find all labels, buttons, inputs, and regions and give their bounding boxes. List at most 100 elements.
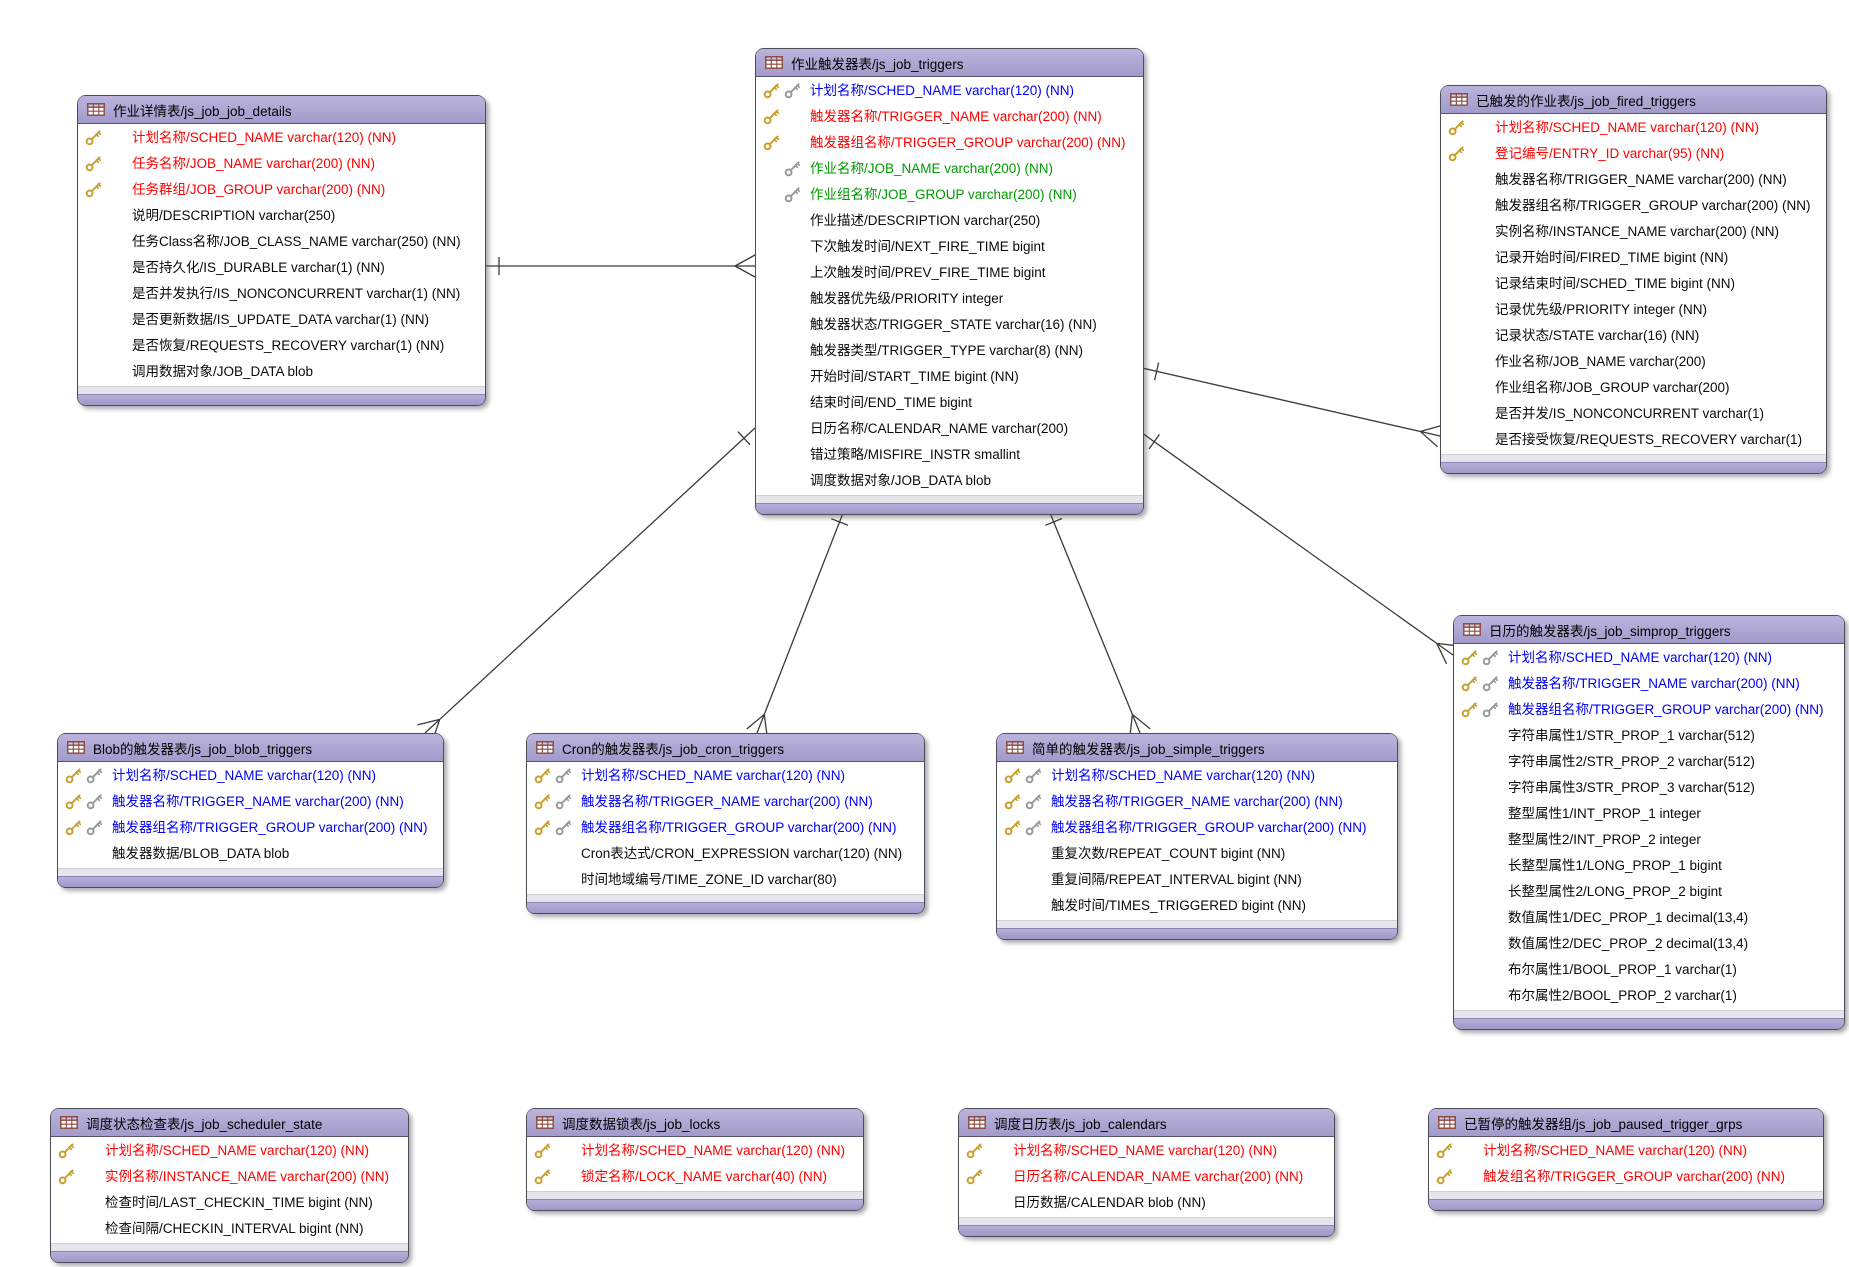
column-row[interactable]: 整型属性1/INT_PROP_1 integer — [1454, 801, 1844, 827]
relationship-line[interactable] — [417, 427, 756, 742]
column-row[interactable]: 长整型属性2/LONG_PROP_2 bigint — [1454, 879, 1844, 905]
column-row[interactable]: 时间地域编号/TIME_ZONE_ID varchar(80) — [527, 867, 924, 893]
column-row[interactable]: 是否持久化/IS_DURABLE varchar(1) (NN) — [78, 255, 485, 281]
table-header[interactable]: 已触发的作业表/js_job_fired_triggers — [1441, 86, 1826, 114]
column-row[interactable]: 任务名称/JOB_NAME varchar(200) (NN) — [78, 151, 485, 177]
column-row[interactable]: 触发器组名称/TRIGGER_GROUP varchar(200) (NN) — [527, 815, 924, 841]
column-row[interactable]: 记录优先级/PRIORITY integer (NN) — [1441, 297, 1826, 323]
column-row[interactable]: 任务群组/JOB_GROUP varchar(200) (NN) — [78, 177, 485, 203]
column-row[interactable]: 作业描述/DESCRIPTION varchar(250) — [756, 208, 1143, 234]
column-row[interactable]: 触发器名称/TRIGGER_NAME varchar(200) (NN) — [1454, 671, 1844, 697]
column-row[interactable]: 计划名称/SCHED_NAME varchar(120) (NN) — [51, 1138, 408, 1164]
column-row[interactable]: 计划名称/SCHED_NAME varchar(120) (NN) — [997, 763, 1397, 789]
table-header[interactable]: 调度日历表/js_job_calendars — [959, 1109, 1334, 1137]
column-row[interactable]: 触发器名称/TRIGGER_NAME varchar(200) (NN) — [756, 104, 1143, 130]
relationship-line[interactable] — [484, 254, 756, 278]
column-row[interactable]: 上次触发时间/PREV_FIRE_TIME bigint — [756, 260, 1143, 286]
column-row[interactable]: 整型属性2/INT_PROP_2 integer — [1454, 827, 1844, 853]
column-row[interactable]: 开始时间/START_TIME bigint (NN) — [756, 364, 1143, 390]
column-row[interactable]: 触发组名称/TRIGGER_GROUP varchar(200) (NN) — [1429, 1164, 1823, 1190]
column-row[interactable]: 任务Class名称/JOB_CLASS_NAME varchar(250) (N… — [78, 229, 485, 255]
column-row[interactable]: 触发器数据/BLOB_DATA blob — [58, 841, 443, 867]
column-row[interactable]: 下次触发时间/NEXT_FIRE_TIME bigint — [756, 234, 1143, 260]
column-row[interactable]: 布尔属性2/BOOL_PROP_2 varchar(1) — [1454, 983, 1844, 1009]
column-row[interactable]: 作业组名称/JOB_GROUP varchar(200) — [1441, 375, 1826, 401]
relationship-line[interactable] — [1141, 432, 1460, 665]
table-header[interactable]: 简单的触发器表/js_job_simple_triggers — [997, 734, 1397, 762]
table-header[interactable]: 已暂停的触发器组/js_job_paused_trigger_grps — [1429, 1109, 1823, 1137]
column-row[interactable]: 是否并发/IS_NONCONCURRENT varchar(1) — [1441, 401, 1826, 427]
column-row[interactable]: 作业名称/JOB_NAME varchar(200) (NN) — [756, 156, 1143, 182]
column-row[interactable]: 触发器名称/TRIGGER_NAME varchar(200) (NN) — [527, 789, 924, 815]
column-row[interactable]: 触发器状态/TRIGGER_STATE varchar(16) (NN) — [756, 312, 1143, 338]
column-row[interactable]: 计划名称/SCHED_NAME varchar(120) (NN) — [78, 125, 485, 151]
column-row[interactable]: 实例名称/INSTANCE_NAME varchar(200) (NN) — [1441, 219, 1826, 245]
column-row[interactable]: 实例名称/INSTANCE_NAME varchar(200) (NN) — [51, 1164, 408, 1190]
column-row[interactable]: 计划名称/SCHED_NAME varchar(120) (NN) — [527, 763, 924, 789]
column-row[interactable]: 说明/DESCRIPTION varchar(250) — [78, 203, 485, 229]
column-row[interactable]: 登记编号/ENTRY_ID varchar(95) (NN) — [1441, 141, 1826, 167]
column-row[interactable]: 触发器名称/TRIGGER_NAME varchar(200) (NN) — [997, 789, 1397, 815]
column-row[interactable]: 长整型属性1/LONG_PROP_1 bigint — [1454, 853, 1844, 879]
column-row[interactable]: 触发器组名称/TRIGGER_GROUP varchar(200) (NN) — [756, 130, 1143, 156]
column-row[interactable]: 字符串属性2/STR_PROP_2 varchar(512) — [1454, 749, 1844, 775]
column-row[interactable]: 日历名称/CALENDAR_NAME varchar(200) (NN) — [959, 1164, 1334, 1190]
column-row[interactable]: 计划名称/SCHED_NAME varchar(120) (NN) — [527, 1138, 863, 1164]
column-row[interactable]: 计划名称/SCHED_NAME varchar(120) (NN) — [756, 78, 1143, 104]
column-row[interactable]: 触发器组名称/TRIGGER_GROUP varchar(200) (NN) — [1441, 193, 1826, 219]
column-row[interactable]: 字符串属性3/STR_PROP_3 varchar(512) — [1454, 775, 1844, 801]
table-header[interactable]: 作业详情表/js_job_job_details — [78, 96, 485, 124]
column-row[interactable]: 记录开始时间/FIRED_TIME bigint (NN) — [1441, 245, 1826, 271]
column-row[interactable]: 触发器类型/TRIGGER_TYPE varchar(8) (NN) — [756, 338, 1143, 364]
column-row[interactable]: 检查间隔/CHECKIN_INTERVAL bigint (NN) — [51, 1216, 408, 1242]
column-row[interactable]: 字符串属性1/STR_PROP_1 varchar(512) — [1454, 723, 1844, 749]
column-row[interactable]: 错过策略/MISFIRE_INSTR smallint — [756, 442, 1143, 468]
column-row[interactable]: 布尔属性1/BOOL_PROP_1 varchar(1) — [1454, 957, 1844, 983]
column-row[interactable]: 作业组名称/JOB_GROUP varchar(200) (NN) — [756, 182, 1143, 208]
relationship-line[interactable] — [1141, 362, 1443, 448]
column-row[interactable]: 调用数据对象/JOB_DATA blob — [78, 359, 485, 385]
column-row[interactable]: 重复次数/REPEAT_COUNT bigint (NN) — [997, 841, 1397, 867]
table-header[interactable]: 调度数据锁表/js_job_locks — [527, 1109, 863, 1137]
table-header[interactable]: Cron的触发器表/js_job_cron_triggers — [527, 734, 924, 762]
column-row[interactable]: 触发时间/TIMES_TRIGGERED bigint (NN) — [997, 893, 1397, 919]
column-row[interactable]: 计划名称/SCHED_NAME varchar(120) (NN) — [1454, 645, 1844, 671]
table-header[interactable]: 调度状态检查表/js_job_scheduler_state — [51, 1109, 408, 1137]
table-header[interactable]: 日历的触发器表/js_job_simprop_triggers — [1454, 616, 1844, 644]
column-row[interactable]: 是否更新数据/IS_UPDATE_DATA varchar(1) (NN) — [78, 307, 485, 333]
column-row[interactable]: 调度数据对象/JOB_DATA blob — [756, 468, 1143, 494]
column-row[interactable]: 是否接受恢复/REQUESTS_RECOVERY varchar(1) — [1441, 427, 1826, 453]
column-row[interactable]: 是否并发执行/IS_NONCONCURRENT varchar(1) (NN) — [78, 281, 485, 307]
column-row[interactable]: 触发器组名称/TRIGGER_GROUP varchar(200) (NN) — [58, 815, 443, 841]
column-row[interactable]: 记录状态/STATE varchar(16) (NN) — [1441, 323, 1826, 349]
column-row[interactable]: Cron表达式/CRON_EXPRESSION varchar(120) (NN… — [527, 841, 924, 867]
column-row[interactable]: 日历名称/CALENDAR_NAME varchar(200) — [756, 416, 1143, 442]
column-row[interactable]: 是否恢复/REQUESTS_RECOVERY varchar(1) (NN) — [78, 333, 485, 359]
column-row[interactable]: 触发器组名称/TRIGGER_GROUP varchar(200) (NN) — [1454, 697, 1844, 723]
table-header[interactable]: Blob的触发器表/js_job_blob_triggers — [58, 734, 443, 762]
column-row[interactable]: 日历数据/CALENDAR blob (NN) — [959, 1190, 1334, 1216]
relationship-line[interactable] — [1045, 507, 1151, 738]
column-row[interactable]: 触发器组名称/TRIGGER_GROUP varchar(200) (NN) — [997, 815, 1397, 841]
column-row[interactable]: 重复间隔/REPEAT_INTERVAL bigint (NN) — [997, 867, 1397, 893]
column-row[interactable]: 触发器名称/TRIGGER_NAME varchar(200) (NN) — [58, 789, 443, 815]
table-header[interactable]: 作业触发器表/js_job_triggers — [756, 49, 1143, 77]
column-row[interactable]: 触发器优先级/PRIORITY integer — [756, 286, 1143, 312]
column-row[interactable]: 记录结束时间/SCHED_TIME bigint (NN) — [1441, 271, 1826, 297]
column-row[interactable]: 结束时间/END_TIME bigint — [756, 390, 1143, 416]
column-row[interactable]: 计划名称/SCHED_NAME varchar(120) (NN) — [58, 763, 443, 789]
column-row[interactable]: 计划名称/SCHED_NAME varchar(120) (NN) — [1429, 1138, 1823, 1164]
column-row[interactable]: 作业名称/JOB_NAME varchar(200) — [1441, 349, 1826, 375]
column-row[interactable]: 计划名称/SCHED_NAME varchar(120) (NN) — [1441, 115, 1826, 141]
column-row[interactable]: 数值属性2/DEC_PROP_2 decimal(13,4) — [1454, 931, 1844, 957]
